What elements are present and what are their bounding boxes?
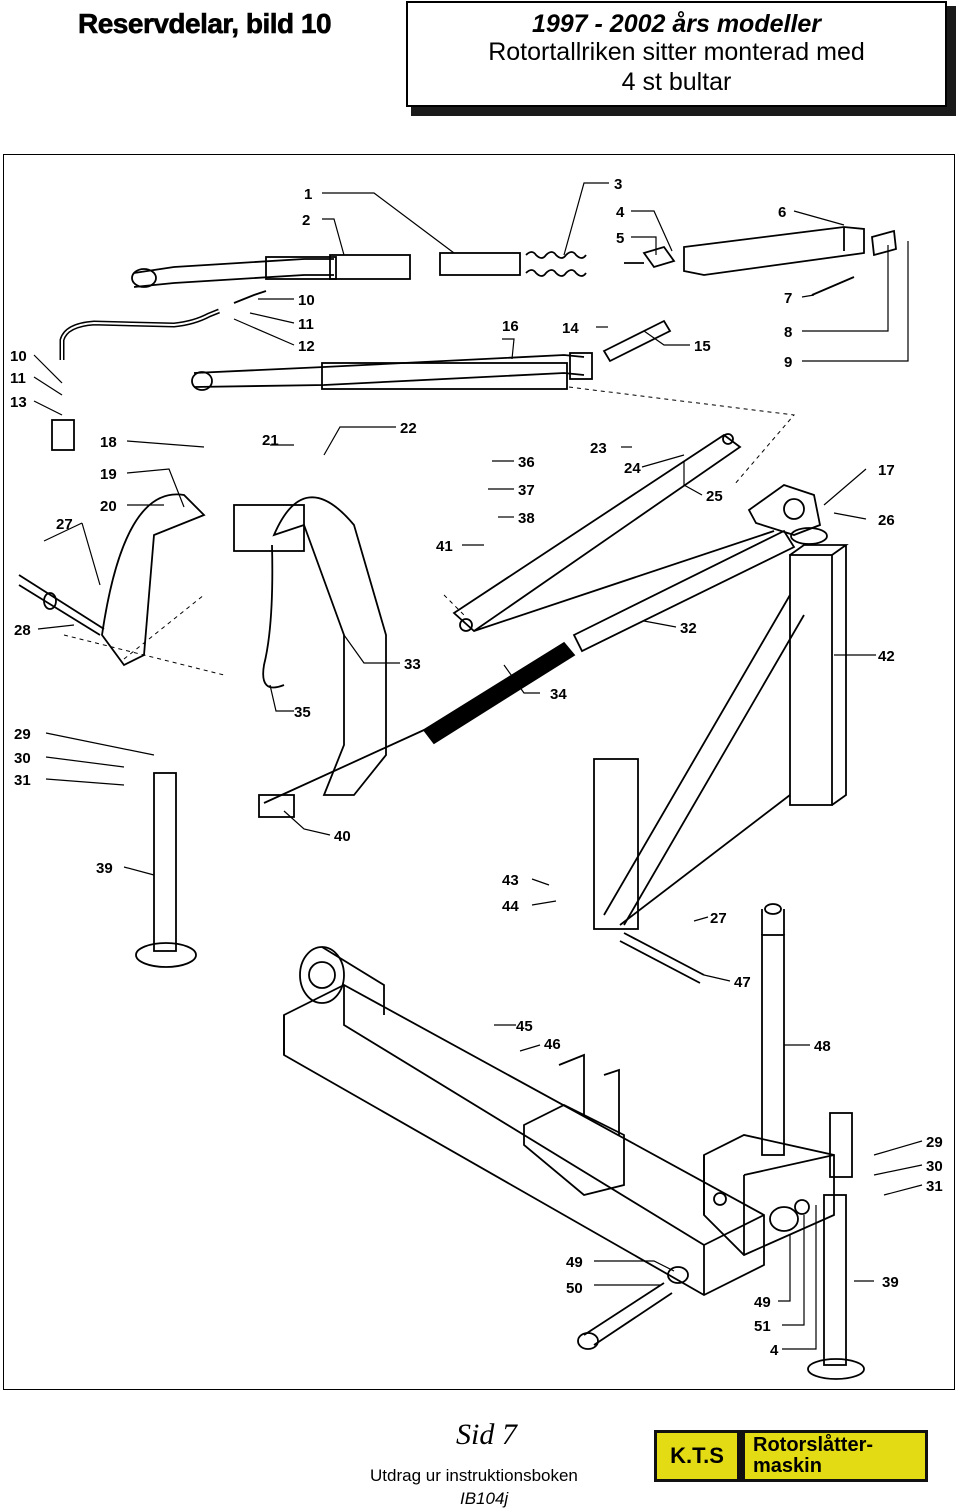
- logo-product-line1: Rotorslåtter-: [753, 1434, 874, 1456]
- title-box: 1997 - 2002 års modeller Rotortallriken …: [406, 1, 947, 107]
- part-number-label: 47: [734, 974, 751, 991]
- part-number-label: 36: [518, 454, 535, 471]
- part-number-label: 12: [298, 338, 315, 355]
- part-number-label: 18: [100, 434, 117, 451]
- part-number-label: 22: [400, 420, 417, 437]
- part-number-label: 27: [710, 910, 727, 927]
- part-number-label: 46: [544, 1036, 561, 1053]
- part-number-label: 4: [770, 1342, 779, 1359]
- part-number-label: 39: [882, 1274, 899, 1291]
- part-number-label: 49: [754, 1294, 771, 1311]
- part-number-label: 30: [14, 750, 31, 767]
- page-heading: Reservdelar, bild 10: [78, 8, 332, 40]
- part-number-label: 44: [502, 898, 519, 915]
- part-number-label: 11: [298, 316, 314, 333]
- part-number-label: 31: [926, 1178, 943, 1195]
- kts-logo: K.T.S Rotorslåtter- maskin: [654, 1430, 928, 1482]
- part-number-label: 29: [926, 1134, 943, 1151]
- part-number-label: 38: [518, 510, 535, 527]
- part-number-label: 14: [562, 320, 579, 337]
- part-number-label: 37: [518, 482, 535, 499]
- part-number-label: 41: [436, 538, 453, 555]
- part-number-label: 24: [624, 460, 641, 477]
- title-bolts: 4 st bultar: [621, 68, 732, 96]
- part-number-label: 48: [814, 1038, 831, 1055]
- part-number-label: 28: [14, 622, 31, 639]
- footer-doc-code: IB104j: [460, 1489, 509, 1508]
- part-number-label: 20: [100, 498, 117, 515]
- part-number-label: 29: [14, 726, 31, 743]
- logo-product-line2: maskin: [753, 1455, 822, 1477]
- part-number-label: 1: [304, 186, 312, 203]
- part-number-label: 50: [566, 1280, 583, 1297]
- part-number-label: 11: [10, 370, 26, 387]
- part-number-label: 33: [404, 656, 421, 673]
- part-number-label: 6: [778, 204, 786, 221]
- part-number-label: 30: [926, 1158, 943, 1175]
- part-number-label: 26: [878, 512, 895, 529]
- part-number-label: 16: [502, 318, 519, 335]
- part-number-label: 5: [616, 230, 624, 247]
- part-number-label: 7: [784, 290, 792, 307]
- title-description: Rotortallriken sitter monterad med: [488, 38, 865, 66]
- part-number-label: 49: [566, 1254, 583, 1271]
- part-number-label: 40: [334, 828, 351, 845]
- part-number-label: 45: [516, 1018, 533, 1035]
- part-number-label: 27: [56, 516, 73, 533]
- logo-product: Rotorslåtter- maskin: [745, 1433, 925, 1479]
- part-number-label: 31: [14, 772, 31, 789]
- part-number-label: 39: [96, 860, 113, 877]
- part-number-label: 4: [616, 204, 625, 221]
- part-number-label: 25: [706, 488, 723, 505]
- part-number-label: 19: [100, 466, 117, 483]
- drawing-parts: [18, 182, 923, 1380]
- part-number-label: 8: [784, 324, 792, 341]
- part-number-label: 10: [10, 348, 27, 365]
- footer-source: Utdrag ur instruktionsboken: [370, 1466, 578, 1485]
- part-number-label: 15: [694, 338, 711, 355]
- part-number-label: 9: [784, 354, 792, 371]
- part-number-label: 34: [550, 686, 567, 703]
- part-number-label: 43: [502, 872, 519, 889]
- logo-kts: K.T.S: [657, 1433, 737, 1479]
- part-number-label: 23: [590, 440, 607, 457]
- part-number-label: 51: [754, 1318, 771, 1335]
- part-number-label: 17: [878, 462, 895, 479]
- title-models: 1997 - 2002 års modeller: [531, 10, 822, 38]
- part-number-label: 3: [614, 176, 622, 193]
- part-number-label: 13: [10, 394, 27, 411]
- part-number-label: 35: [294, 704, 311, 721]
- page-number: Sid 7: [456, 1418, 517, 1451]
- part-number-label: 21: [262, 432, 279, 449]
- part-number-label: 10: [298, 292, 315, 309]
- part-number-label: 42: [878, 648, 895, 665]
- exploded-view-svg: 1234567891011121011131614151821222324172…: [10, 176, 943, 1380]
- part-number-label: 2: [302, 212, 310, 229]
- part-number-label: 32: [680, 620, 697, 637]
